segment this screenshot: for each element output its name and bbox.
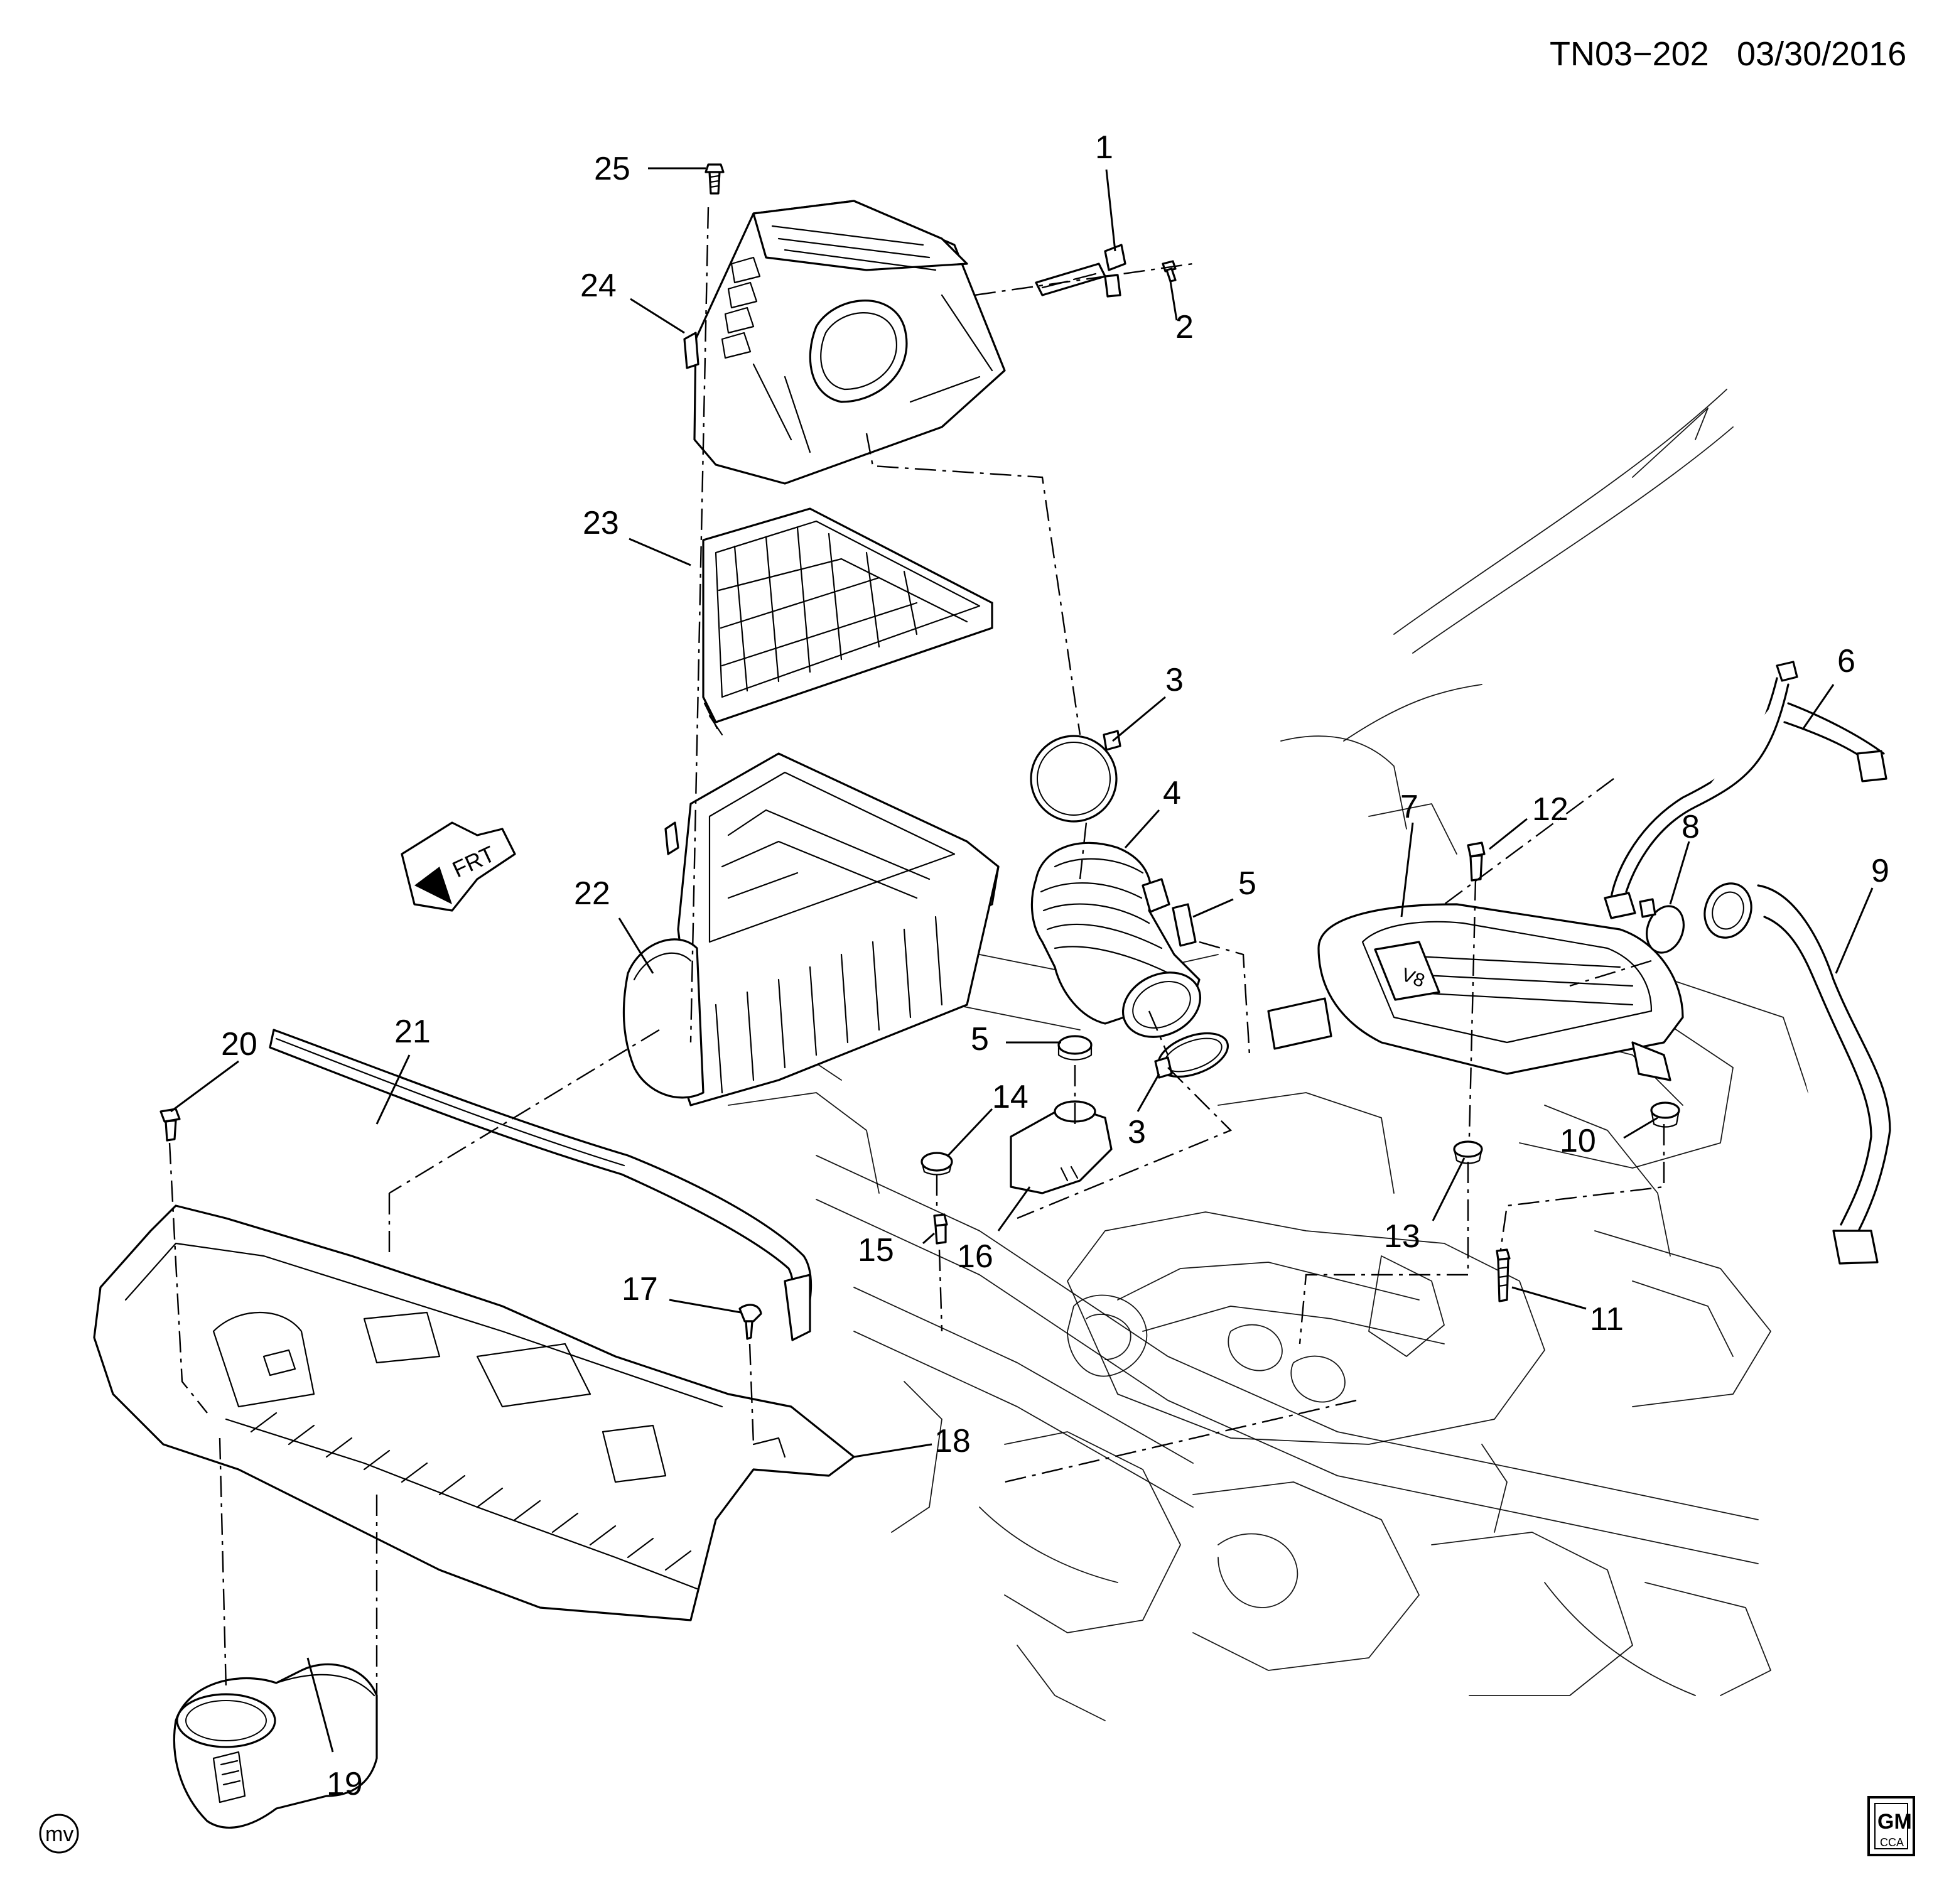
front-direction-arrow: FRT [401,821,516,912]
callout-labels: 25 24 23 22 1 2 3 4 5 5 3 14 15 16 6 7 8… [221,129,1889,1802]
part-3-clamp-upper [1030,730,1121,823]
part-5-clip-upper [1172,903,1197,947]
callout-5-upper: 5 [1238,865,1256,902]
illustration-code: TN03−202 [1550,35,1709,73]
callout-1: 1 [1095,129,1113,166]
callout-12: 12 [1532,791,1568,828]
svg-text:GM: GM [1877,1810,1912,1834]
callout-10: 10 [1560,1123,1596,1159]
illustration-date: 03/30/2016 [1737,35,1906,73]
callout-6: 6 [1837,643,1855,679]
part-6-pcv-tube [1604,661,1887,919]
part-24-air-cleaner-cover [683,200,1006,485]
part-14-grommet [921,1152,953,1176]
part-21-seal [269,1029,813,1341]
callout-19: 19 [327,1766,363,1802]
callout-2: 2 [1175,309,1194,345]
callout-13: 13 [1384,1218,1420,1255]
callout-5-lower: 5 [971,1021,989,1057]
svg-text:CCA: CCA [1880,1836,1904,1849]
callout-23: 23 [583,505,619,541]
part-23-air-filter-element [702,507,993,736]
callout-20: 20 [221,1026,257,1063]
part-9-breather-hose [1703,882,1891,1265]
part-11-stud [1496,1248,1511,1302]
part-15-bolt [933,1213,948,1245]
callout-16: 16 [957,1238,993,1275]
callout-25: 25 [594,151,630,187]
part-2-screw [1162,260,1177,283]
assembly-dash-lines [168,207,1665,1696]
callout-4: 4 [1163,775,1181,811]
part-18-air-baffle [93,1204,855,1621]
callout-9: 9 [1871,853,1889,889]
callout-3-lower: 3 [1128,1114,1146,1150]
callout-22: 22 [574,875,610,912]
callout-21: 21 [394,1014,431,1050]
part-4-air-intake-duct [1030,841,1202,1038]
part-7-engine-cover: V8 [1267,903,1684,1081]
part-13-grommet [1453,1140,1483,1164]
part-10-grommet [1650,1101,1680,1128]
artist-mark: mv [39,1814,79,1854]
callout-24: 24 [580,268,617,304]
callout-leaders [170,167,1874,1753]
svg-text:mv: mv [45,1822,73,1846]
callout-15: 15 [858,1232,894,1268]
part-12-bolt [1467,841,1486,882]
part-1-mass-airflow-sensor [1035,244,1126,298]
callout-11: 11 [1590,1301,1624,1338]
callout-7: 7 [1400,789,1418,825]
part-19-air-inlet-snorkel [173,1663,378,1829]
callout-17: 17 [622,1271,658,1307]
part-8-clamp [1639,898,1685,954]
callout-14: 14 [992,1079,1028,1115]
engine-frame-background [728,389,1809,1721]
callout-3-upper: 3 [1165,662,1184,698]
part-17-push-pin [738,1304,762,1340]
gm-logo: GM CCA [1867,1796,1915,1856]
callout-18: 18 [934,1423,971,1459]
part-20-bolt [159,1108,181,1142]
part-25-bolt [705,163,725,195]
part-5-clip-lower [1057,1035,1093,1061]
part-22-air-cleaner-housing [622,752,1000,1106]
callout-8: 8 [1682,809,1700,845]
part-3-clamp-lower [1154,1032,1229,1079]
